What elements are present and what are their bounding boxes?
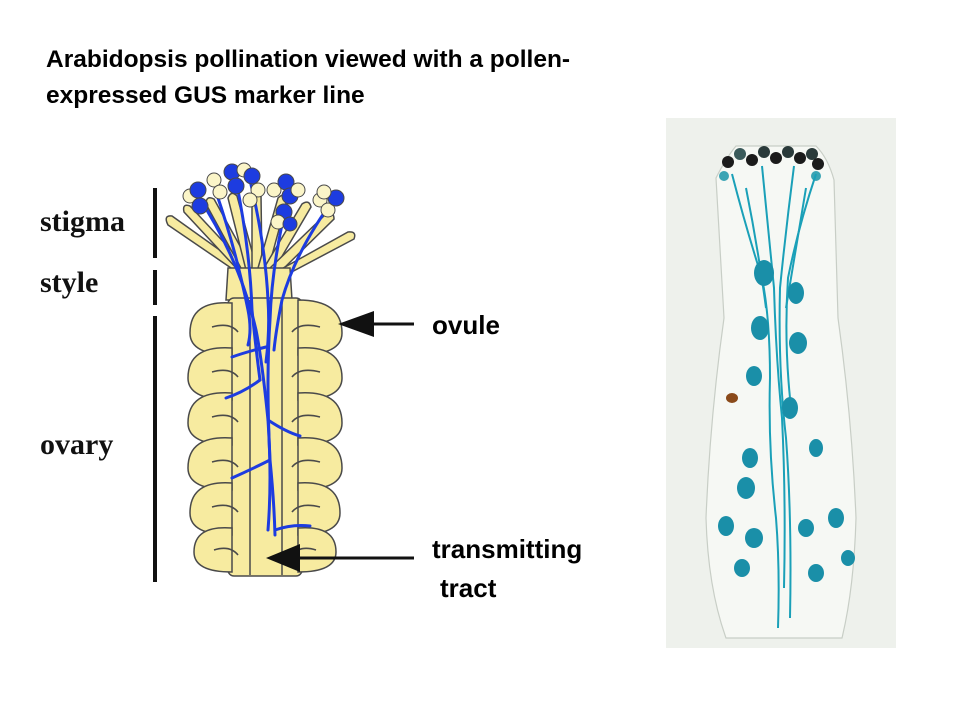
label-tract: tract — [440, 573, 497, 603]
pollen-grains — [182, 162, 345, 232]
ovary-body — [187, 297, 343, 577]
gus-stained-pistil-micrograph — [666, 118, 896, 648]
label-ovary: ovary — [40, 428, 114, 461]
label-ovule: ovule — [432, 310, 500, 340]
micrograph-debris — [726, 393, 738, 403]
label-style: style — [40, 266, 99, 299]
pollen-tubes — [196, 170, 338, 537]
figure-title: Arabidopsis pollination viewed with a po… — [46, 42, 766, 114]
micrograph-stigma — [719, 146, 824, 181]
figure-title-line2: expressed GUS marker line — [46, 82, 365, 109]
label-transmitting: transmitting — [432, 534, 583, 564]
funiculi — [211, 324, 321, 556]
micrograph-ovules — [718, 260, 855, 582]
arrow-transmitting-tract — [266, 544, 414, 572]
arrow-ovule — [338, 311, 414, 337]
label-stigma: stigma — [40, 205, 125, 238]
figure-title-line1: Arabidopsis pollination viewed with a po… — [46, 46, 571, 73]
